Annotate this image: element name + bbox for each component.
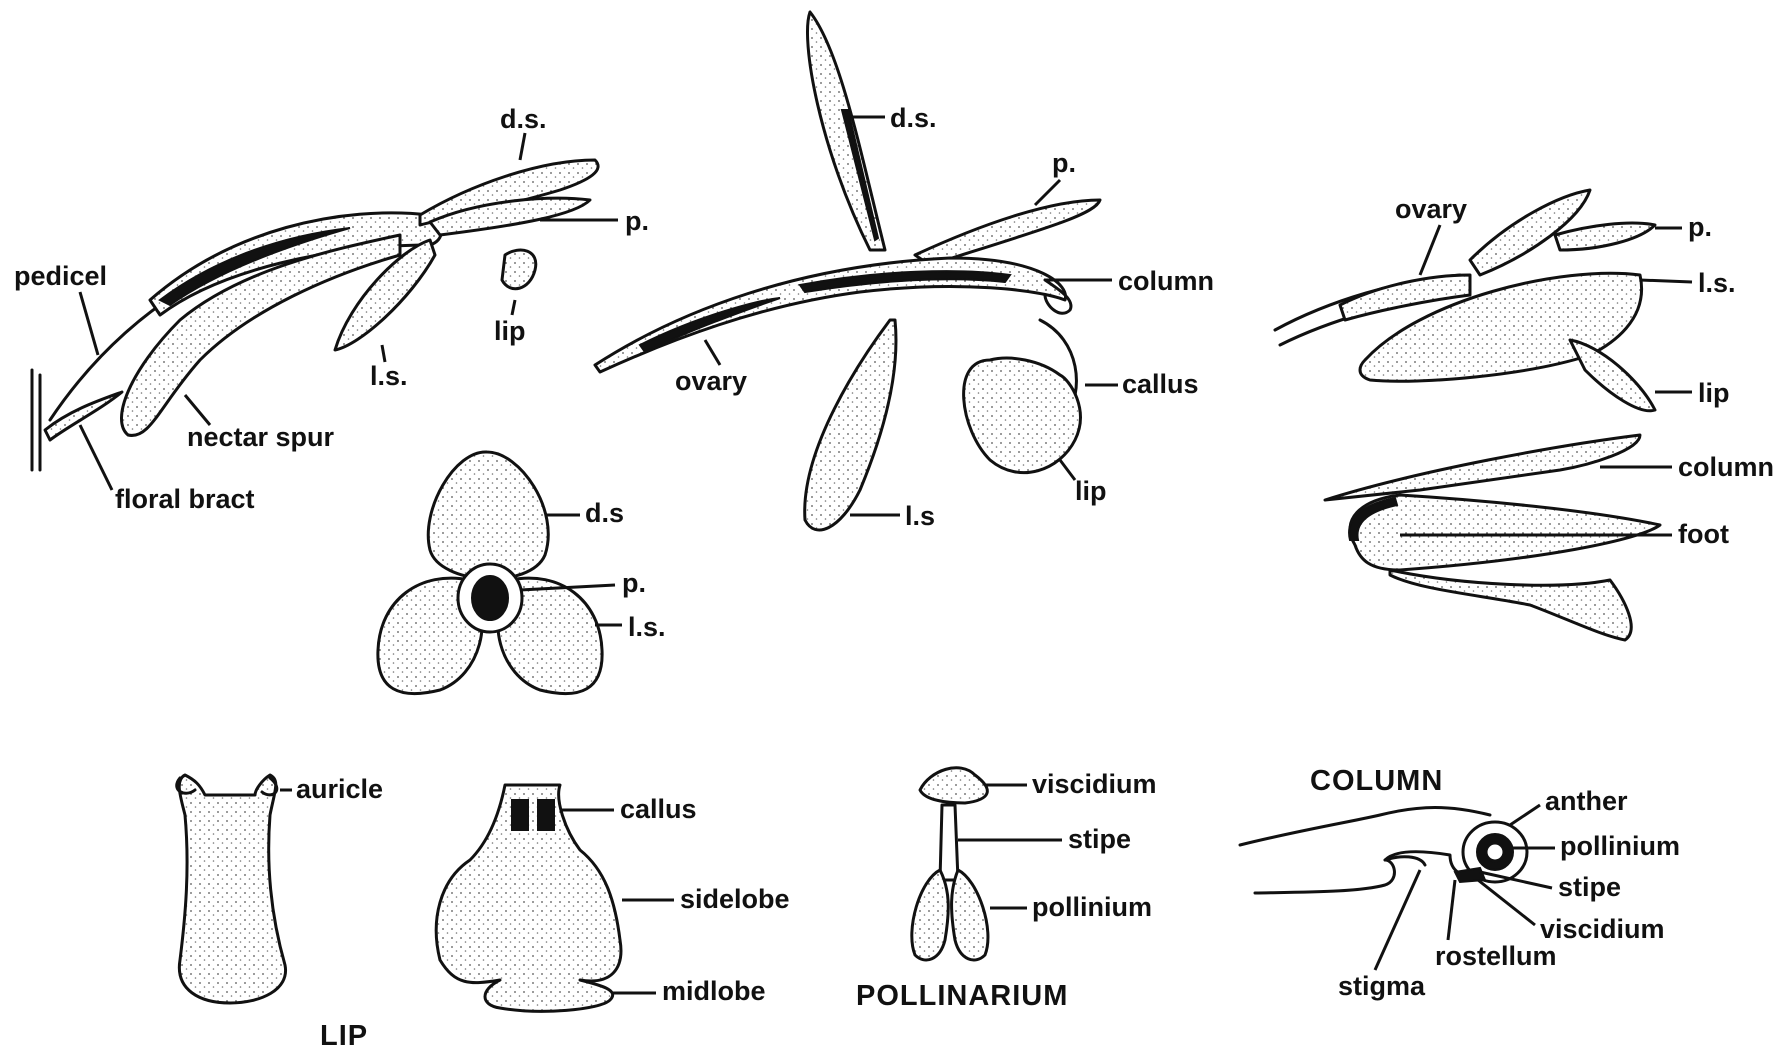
column-detail-drawing <box>1240 808 1527 894</box>
leader-column-viscidium <box>1478 880 1535 925</box>
label-sidelobe: sidelobe <box>680 884 790 914</box>
lip-shape <box>502 250 536 289</box>
label-midlobe: midlobe <box>662 976 766 1006</box>
label-nectar-spur: nectar spur <box>187 422 335 452</box>
pollinarium-pollinia-left <box>912 870 948 960</box>
label-pollinarium-pollinium: pollinium <box>1032 892 1152 922</box>
side-lip <box>1570 340 1655 411</box>
side-label-lip: lip <box>1698 378 1730 408</box>
dissected-lateral-sepal <box>805 320 896 530</box>
dissected-label-ds: d.s. <box>890 103 937 133</box>
front-view-drawing <box>378 452 602 694</box>
label-column-stipe: stipe <box>1558 872 1621 902</box>
label-floral-bract: floral bract <box>115 484 255 514</box>
label-lip: lip <box>494 316 526 346</box>
stem-lines <box>32 370 40 470</box>
front-label-ls: l.s. <box>628 612 666 642</box>
label-column-viscidium: viscidium <box>1540 914 1665 944</box>
label-pedicel: pedicel <box>14 261 107 291</box>
front-dorsal-sepal <box>428 452 548 579</box>
pollinarium-stipe-shape <box>940 805 958 880</box>
side-flower-drawing <box>1275 190 1660 640</box>
label-lip-callus: callus <box>620 794 697 824</box>
label-pollinarium-stipe: stipe <box>1068 824 1131 854</box>
front-column-center <box>472 576 508 620</box>
caption-pollinarium: POLLINARIUM <box>856 980 1068 1012</box>
dissected-leader-p <box>1035 180 1060 205</box>
caption-column: COLUMN <box>1310 765 1443 797</box>
dissected-label-lip: lip <box>1075 476 1107 506</box>
label-pollinarium-viscidium: viscidium <box>1032 769 1157 799</box>
side-petal <box>1555 223 1655 250</box>
label-anther: anther <box>1545 786 1628 816</box>
pollinarium-pollinia-right <box>952 870 988 960</box>
side-label-ovary: ovary <box>1395 194 1467 224</box>
label-p: p. <box>625 206 649 236</box>
side-leader-ovary <box>1420 225 1440 275</box>
column-pollinium-inner <box>1486 843 1504 861</box>
dissected-label-ovary: ovary <box>675 366 747 396</box>
side-label-foot: foot <box>1678 519 1729 549</box>
leader-ds <box>520 133 525 160</box>
pollinarium-labels: viscidium stipe pollinium POLLINARIUM <box>856 769 1157 1012</box>
lip-narrow-view <box>179 775 285 1003</box>
label-stigma: stigma <box>1338 971 1426 1001</box>
dissected-lip <box>964 358 1081 472</box>
side-label-column: column <box>1678 452 1774 482</box>
dissected-leader-ovary <box>705 340 720 365</box>
dissected-flower-drawing <box>595 12 1100 530</box>
label-auricle: auricle <box>296 774 383 804</box>
side-leader-ls <box>1640 280 1692 282</box>
side-label-ls: l.s. <box>1698 268 1736 298</box>
leader-lip <box>512 300 515 315</box>
dissected-flower-labels: d.s. p. column ovary callus l.s lip <box>675 103 1214 531</box>
label-ls: l.s. <box>370 361 408 391</box>
leader-nectar-spur <box>185 395 210 425</box>
label-rostellum: rostellum <box>1435 941 1557 971</box>
label-column-pollinium: pollinium <box>1560 831 1680 861</box>
pollinarium-viscidium-shape <box>920 768 987 803</box>
dissected-label-column: column <box>1118 266 1214 296</box>
leader-rostellum <box>1448 880 1455 940</box>
dissected-label-callus: callus <box>1122 369 1199 399</box>
side-foot <box>1350 495 1660 570</box>
dissected-leader-lip <box>1060 460 1075 480</box>
side-lower-lip <box>1390 570 1631 640</box>
leader-ls <box>382 345 385 362</box>
dissected-petal <box>915 200 1100 265</box>
side-column <box>1325 435 1640 500</box>
side-label-p: p. <box>1688 212 1712 242</box>
leader-pedicel <box>80 292 98 355</box>
pollinarium-drawing <box>912 768 988 960</box>
lip-detail-drawing <box>177 775 621 1011</box>
leader-floral-bract <box>80 425 112 490</box>
dissected-label-p: p. <box>1052 148 1076 178</box>
front-label-ds: d.s <box>585 498 624 528</box>
column-top-outline <box>1240 808 1490 846</box>
front-label-p: p. <box>622 568 646 598</box>
dissected-label-ls: l.s <box>905 501 935 531</box>
leader-anther <box>1510 805 1540 825</box>
label-ds: d.s. <box>500 104 547 134</box>
caption-lip: LIP <box>320 1020 368 1050</box>
column-stipe-viscidium <box>1455 868 1485 882</box>
